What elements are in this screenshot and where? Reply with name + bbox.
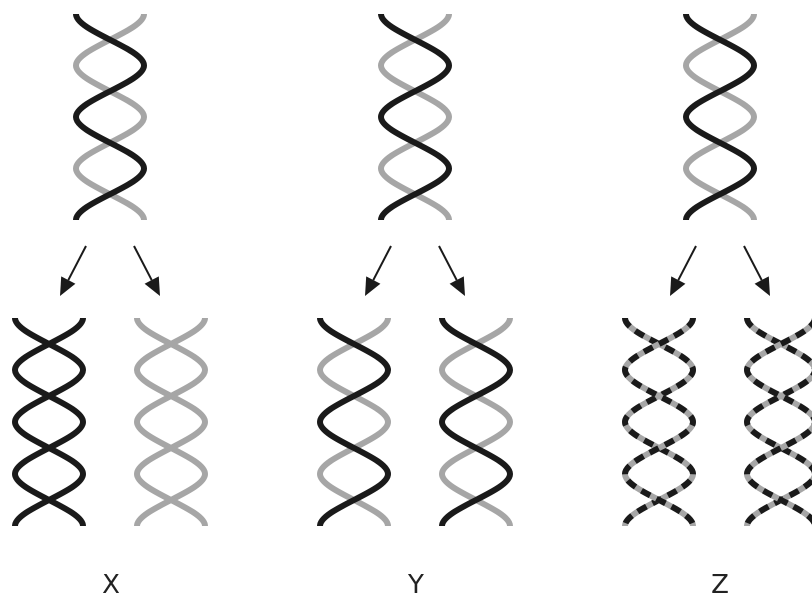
arrow-right-x bbox=[133, 245, 160, 296]
child-helix-right-x-strand-1 bbox=[133, 317, 209, 527]
panel-label-x: X bbox=[102, 570, 120, 600]
child-helix-right-z bbox=[743, 317, 812, 527]
child-helix-left-z bbox=[621, 317, 697, 527]
child-helix-right-z-strand-2-base bbox=[743, 317, 812, 527]
arrow-left-z bbox=[670, 245, 697, 296]
child-helix-right-y-strand-2 bbox=[438, 317, 514, 527]
child-helix-left-z-strand-1-base bbox=[621, 317, 697, 527]
child-helix-left-y-strand-2 bbox=[316, 317, 392, 527]
parent-helix-x-strand-2 bbox=[72, 13, 148, 221]
child-helix-left-x bbox=[11, 317, 87, 527]
panel-label-z: Z bbox=[711, 570, 729, 600]
parent-helix-y-strand-1 bbox=[377, 13, 453, 221]
child-helix-left-y bbox=[316, 317, 392, 527]
parent-helix-z-strand-1 bbox=[682, 13, 758, 221]
panel-z bbox=[621, 13, 812, 527]
child-helix-left-y-strand-1 bbox=[316, 317, 392, 527]
child-helix-right-z-strand-1-base bbox=[743, 317, 812, 527]
child-helix-right-z-strand-1 bbox=[743, 317, 812, 527]
child-helix-right-y-strand-1 bbox=[438, 317, 514, 527]
parent-helix-z-strand-2 bbox=[682, 13, 758, 221]
child-helix-left-x-strand-2 bbox=[11, 317, 87, 527]
child-helix-right-y bbox=[438, 317, 514, 527]
arrow-left-y bbox=[365, 245, 392, 296]
arrow-right-y bbox=[438, 245, 465, 296]
parent-helix-x-strand-1 bbox=[72, 13, 148, 221]
child-helix-right-z-strand-2 bbox=[743, 317, 812, 527]
arrow-right-z bbox=[743, 245, 770, 296]
parent-helix-y bbox=[377, 13, 453, 221]
panel-y bbox=[316, 13, 514, 527]
parent-helix-y-strand-2 bbox=[377, 13, 453, 221]
panel-label-y: Y bbox=[408, 570, 424, 600]
child-helix-left-z-strand-2-base bbox=[621, 317, 697, 527]
child-helix-left-x-strand-1 bbox=[11, 317, 87, 527]
child-helix-right-x bbox=[133, 317, 209, 527]
child-helix-right-x-strand-2 bbox=[133, 317, 209, 527]
child-helix-left-z-strand-2 bbox=[621, 317, 697, 527]
child-helix-left-z-strand-1 bbox=[621, 317, 697, 527]
parent-helix-z bbox=[682, 13, 758, 221]
parent-helix-x bbox=[72, 13, 148, 221]
arrow-left-x bbox=[60, 245, 87, 296]
panel-x bbox=[11, 13, 209, 527]
